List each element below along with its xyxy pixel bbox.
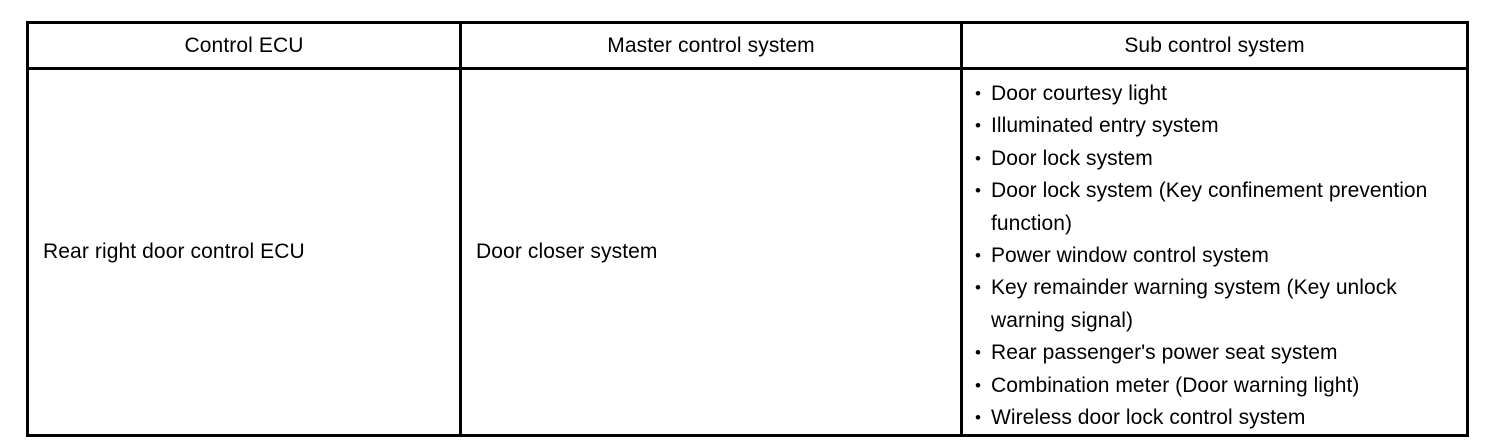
column-header-master-control-system: Master control system <box>459 21 963 70</box>
cell-control-ecu: Rear right door control ECU <box>26 66 462 438</box>
list-item-label: Power window control system <box>991 244 1269 268</box>
table-row: Rear right door control ECU Door closer … <box>26 66 1469 438</box>
table-header: Control ECU Master control system Sub co… <box>26 21 1469 70</box>
table-body: Rear right door control ECU Door closer … <box>26 66 1469 438</box>
bullet-icon: • <box>975 375 982 395</box>
sub-control-system-list: • Door courtesy light • Illuminated entr… <box>963 70 1466 434</box>
bullet-icon: • <box>975 116 982 136</box>
column-header-control-ecu: Control ECU <box>26 21 462 70</box>
list-item: • Key remainder warning system (Key unlo… <box>975 272 1458 337</box>
list-item-label: Door lock system (Key confinement preven… <box>991 179 1428 235</box>
control-ecu-table: Control ECU Master control system Sub co… <box>26 21 1469 438</box>
control-ecu-value: Rear right door control ECU <box>43 240 305 264</box>
list-item: • Door lock system <box>975 143 1458 175</box>
list-item-label: Wireless door lock control system <box>991 406 1306 430</box>
cell-master-control-system: Door closer system <box>459 66 963 438</box>
list-item-label: Door courtesy light <box>991 82 1168 105</box>
list-item: • Combination meter (Door warning light) <box>975 370 1458 402</box>
bullet-icon: • <box>975 343 982 363</box>
bullet-icon: • <box>975 181 982 201</box>
bullet-icon: • <box>975 278 982 298</box>
list-item-label: Illuminated entry system <box>991 114 1219 138</box>
bullet-icon: • <box>975 408 982 428</box>
list-item-label: Combination meter (Door warning light) <box>991 373 1360 397</box>
list-item: • Door courtesy light <box>975 78 1458 110</box>
bullet-icon: • <box>975 148 982 168</box>
list-item: • Power window control system <box>975 240 1458 272</box>
bullet-icon: • <box>975 246 982 266</box>
master-control-system-value: Door closer system <box>476 240 658 264</box>
table-header-row: Control ECU Master control system Sub co… <box>26 21 1469 70</box>
list-item-label: Door lock system <box>991 146 1153 170</box>
cell-sub-control-system: • Door courtesy light • Illuminated entr… <box>960 66 1469 438</box>
list-item: • Wireless door lock control system <box>975 402 1458 434</box>
column-header-sub-control-system: Sub control system <box>960 21 1469 70</box>
list-item-label: Rear passenger's power seat system <box>991 341 1338 365</box>
list-item: • Door lock system (Key confinement prev… <box>975 175 1458 240</box>
bullet-icon: • <box>975 84 982 103</box>
list-item: • Rear passenger's power seat system <box>975 337 1458 369</box>
list-item: • Illuminated entry system <box>975 110 1458 142</box>
list-item-label: Key remainder warning system (Key unlock… <box>991 276 1397 332</box>
